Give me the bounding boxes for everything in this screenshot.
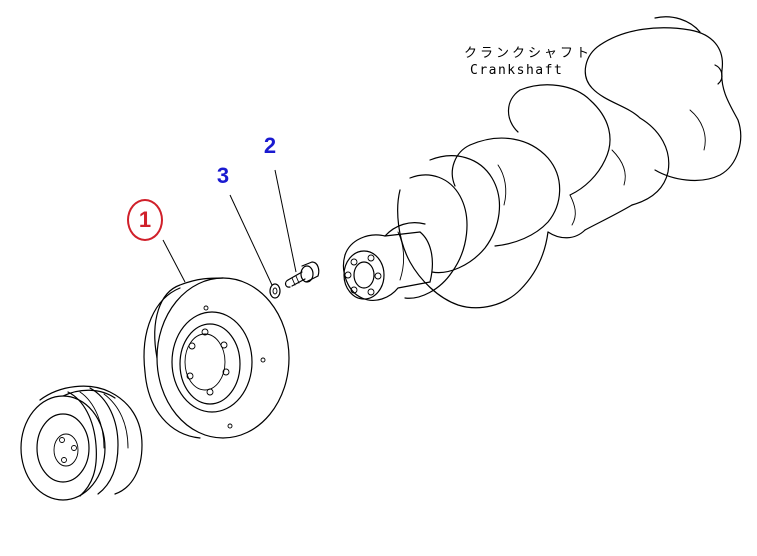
crankshaft-drawing (342, 16, 742, 309)
v-belt-pulley-drawing (20, 385, 143, 501)
crankshaft-label-japanese: クランクシャフト (464, 46, 593, 61)
callout-1-number: 1 (138, 207, 152, 232)
damper-pulley-drawing (143, 277, 290, 439)
callout-3-number: 3 (216, 163, 230, 188)
crankshaft-label-english: Crankshaft (470, 63, 564, 78)
leader-line-2 (274, 169, 297, 273)
washer-drawing (269, 283, 281, 299)
callout-2-number: 2 (263, 133, 277, 158)
leader-line-1 (162, 239, 186, 283)
leader-line-3 (229, 194, 273, 286)
bolt-drawing (284, 261, 320, 288)
callout-1-circle (127, 199, 163, 241)
